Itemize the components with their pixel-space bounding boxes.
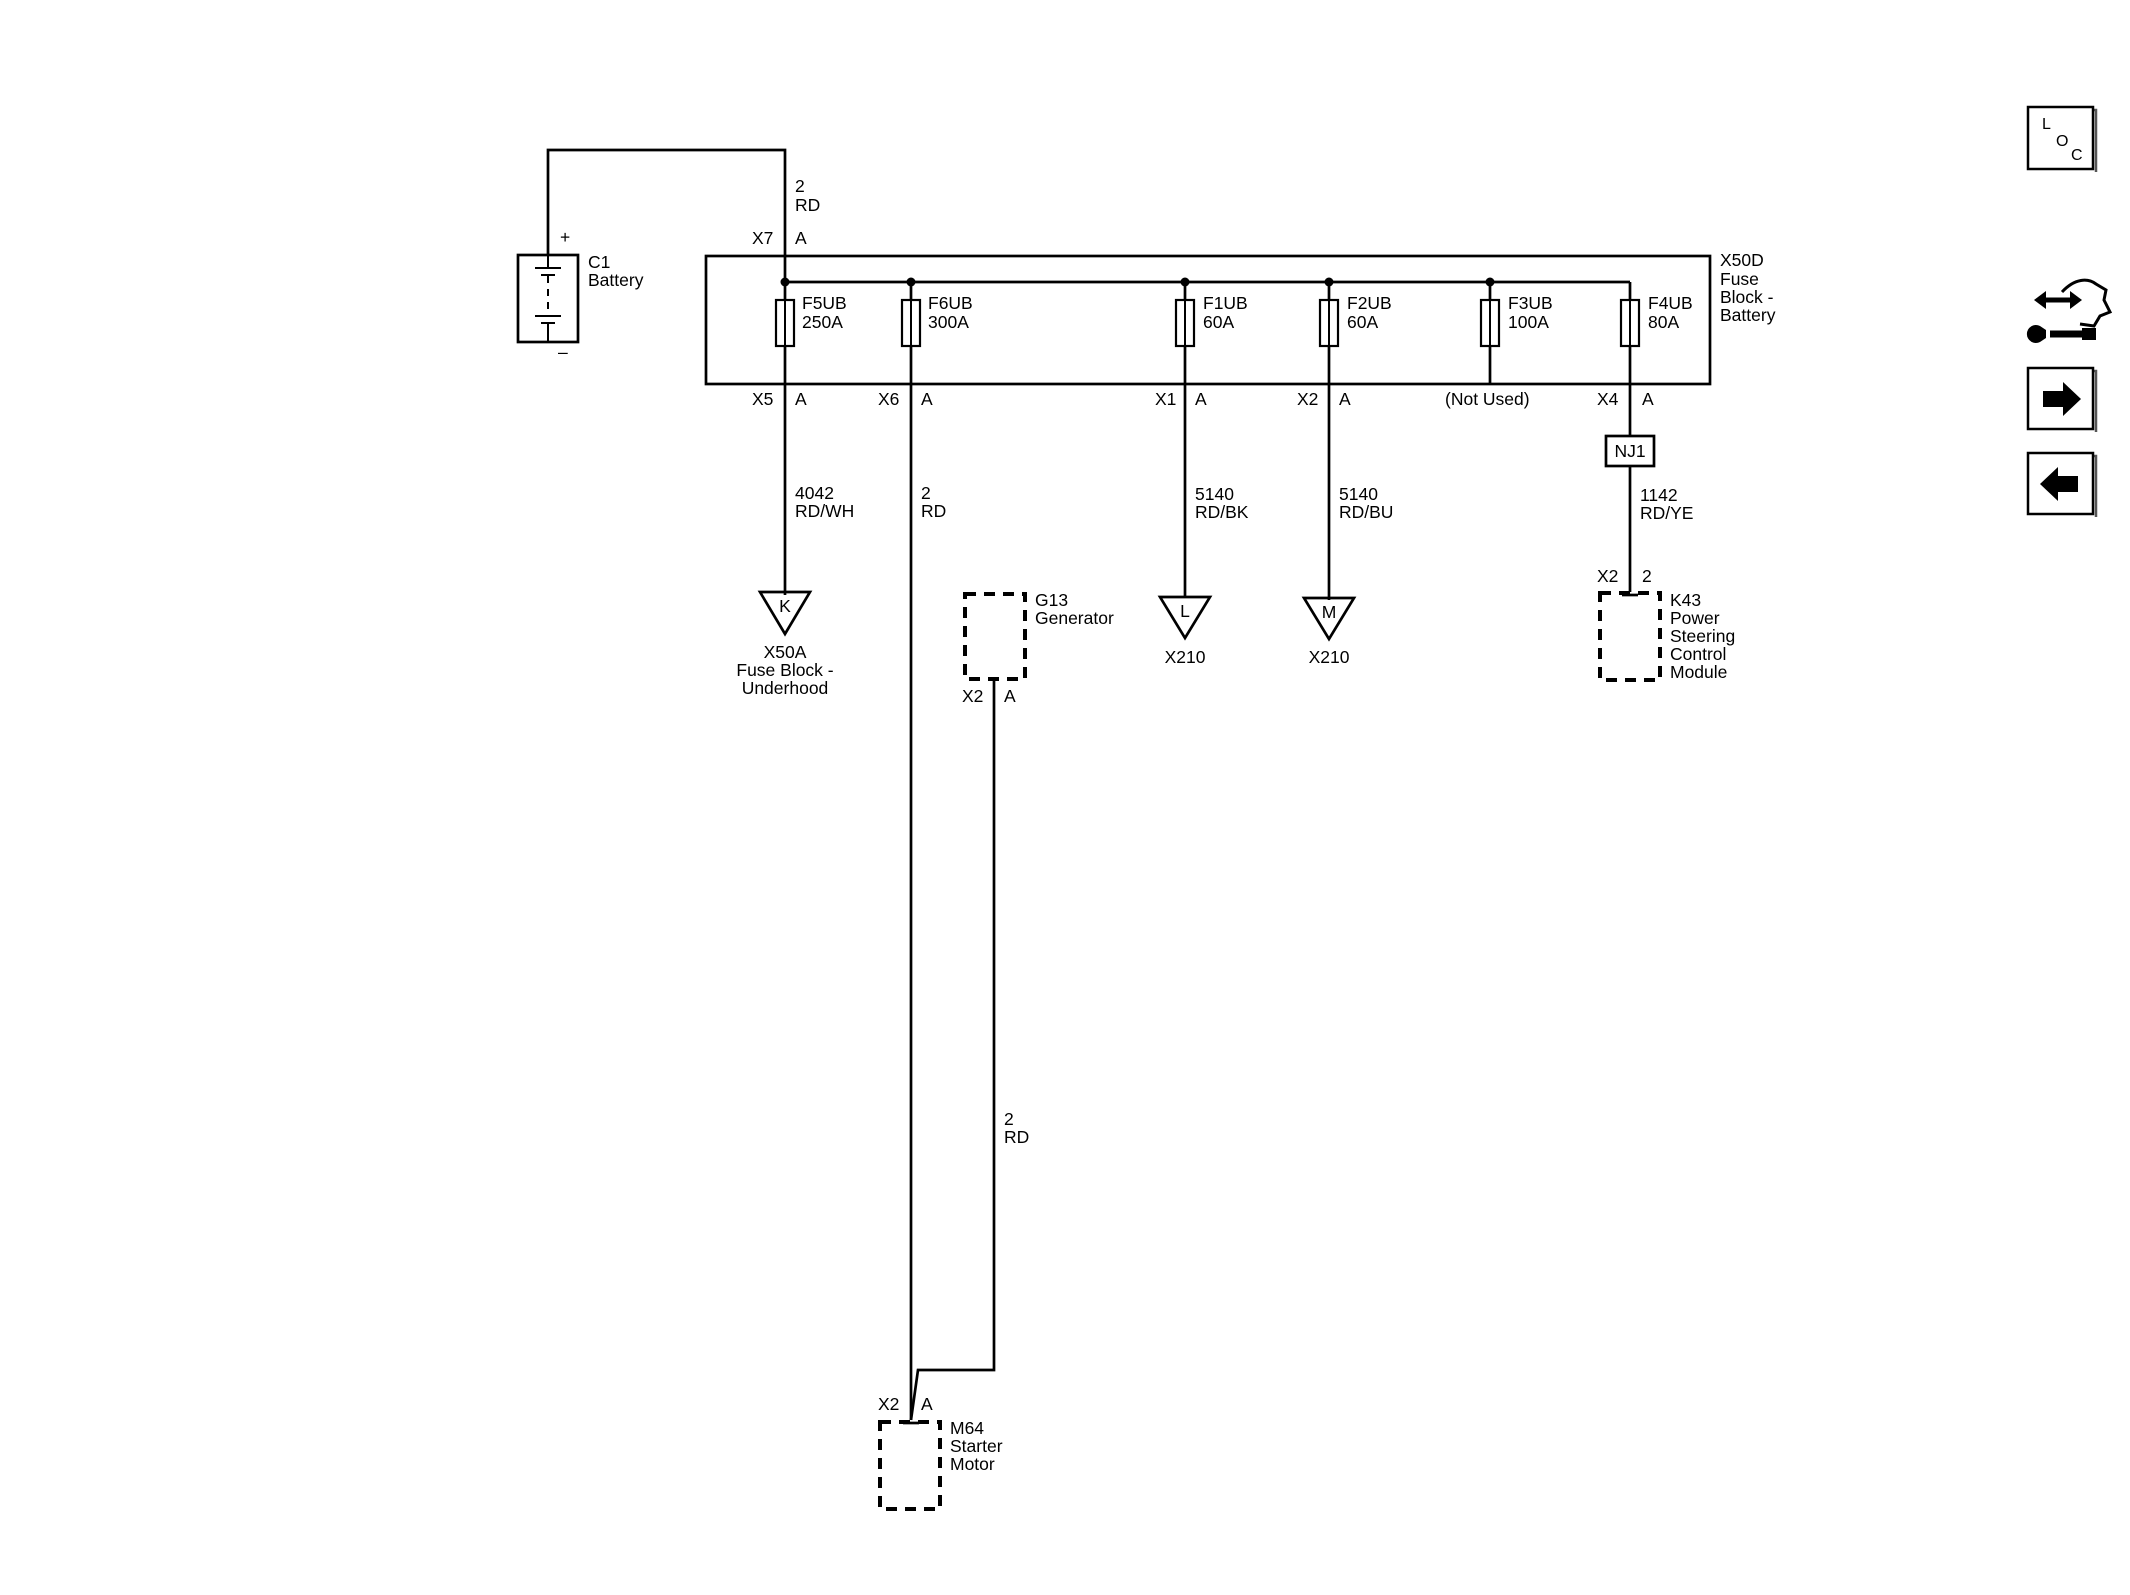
x6-pin-label: A bbox=[921, 389, 933, 409]
x1-pin-label: A bbox=[1195, 389, 1207, 409]
battery-name: C1 bbox=[588, 252, 610, 272]
k43-pin-label: 2 bbox=[1642, 566, 1652, 586]
generator-wire-color: RD bbox=[1004, 1127, 1029, 1147]
fuse-f1ub-rating: 60A bbox=[1203, 312, 1234, 332]
feed-wire-color: RD bbox=[795, 195, 820, 215]
starter-pin-label: A bbox=[921, 1394, 933, 1414]
previous-page-button[interactable] bbox=[2026, 451, 2098, 517]
fuse-f6ub[interactable] bbox=[900, 282, 922, 1420]
starter-m64[interactable] bbox=[878, 1420, 942, 1511]
fuse-f5ub-rating: 250A bbox=[802, 312, 843, 332]
x5-connector-label: X5 bbox=[752, 389, 773, 409]
generator-pin-label: A bbox=[1004, 686, 1016, 706]
x2-connector-label: X2 bbox=[1297, 389, 1318, 409]
fuse-f3ub[interactable] bbox=[1479, 282, 1501, 384]
fuse-f6ub-rating: 300A bbox=[928, 312, 969, 332]
x7-pin-label: A bbox=[795, 228, 807, 248]
ref-k-target-line2: Fuse Block - bbox=[736, 660, 833, 680]
connector-repair-button[interactable] bbox=[2026, 278, 2113, 343]
fuse-f1ub[interactable] bbox=[1174, 282, 1196, 598]
x1-connector-label: X1 bbox=[1155, 389, 1176, 409]
x7-connector-label: X7 bbox=[752, 228, 773, 248]
battery-desc: Battery bbox=[588, 270, 644, 290]
battery-c1[interactable] bbox=[516, 253, 580, 344]
fuse-f5ub-id: F5UB bbox=[802, 293, 847, 313]
generator-g13[interactable] bbox=[963, 592, 1027, 681]
fuse-f2ub-rating: 60A bbox=[1347, 312, 1378, 332]
ref-triangle-k[interactable] bbox=[757, 590, 813, 637]
loc-letter-l: L bbox=[2042, 116, 2051, 133]
battery-feed-wire bbox=[546, 148, 787, 285]
generator-desc: Generator bbox=[1035, 608, 1114, 628]
x6-connector-label: X6 bbox=[878, 389, 899, 409]
fuse-block-name: X50D bbox=[1720, 250, 1764, 270]
fuse-f1ub-id: F1UB bbox=[1203, 293, 1248, 313]
pscm-k43[interactable] bbox=[1598, 591, 1662, 682]
generator-name: G13 bbox=[1035, 590, 1068, 610]
splice-nj1-label: NJ1 bbox=[1614, 441, 1645, 461]
fuse-f3ub-rating: 100A bbox=[1508, 312, 1549, 332]
ref-k-target-line1: X50A bbox=[764, 642, 807, 662]
wire-1142-number: 1142 bbox=[1640, 485, 1678, 505]
fuse-f4ub-id: F4UB bbox=[1648, 293, 1693, 313]
generator-wire bbox=[909, 679, 996, 1421]
battery-minus-label: – bbox=[558, 342, 568, 362]
battery-plus-label: + bbox=[560, 227, 570, 247]
pscm-desc-line1: Power bbox=[1670, 608, 1720, 628]
fuse-block-x50d[interactable] bbox=[704, 254, 1712, 386]
starter-desc-line1: Starter bbox=[950, 1436, 1003, 1456]
generator-wire-number: 2 bbox=[1004, 1109, 1014, 1129]
wire-5140-bu-color: RD/BU bbox=[1339, 502, 1393, 522]
x2-pin-label: A bbox=[1339, 389, 1351, 409]
not-used-label: (Not Used) bbox=[1445, 389, 1530, 409]
ref-k-letter: K bbox=[779, 596, 791, 616]
starter-desc-line2: Motor bbox=[950, 1454, 995, 1474]
ref-m-target: X210 bbox=[1309, 647, 1350, 667]
fuse-block-desc-line2: Block - bbox=[1720, 287, 1774, 307]
pscm-desc-line3: Control bbox=[1670, 644, 1726, 664]
next-page-button[interactable] bbox=[2026, 366, 2098, 432]
pscm-name: K43 bbox=[1670, 590, 1701, 610]
pscm-desc-line4: Module bbox=[1670, 662, 1727, 682]
wire-5140-bu-number: 5140 bbox=[1339, 484, 1378, 504]
fuse-f5ub[interactable] bbox=[774, 282, 796, 595]
ref-triangle-m[interactable] bbox=[1301, 596, 1357, 642]
x4-connector-label: X4 bbox=[1597, 389, 1619, 409]
fuse-block-desc-line1: Fuse bbox=[1720, 269, 1759, 289]
loc-letter-c: C bbox=[2071, 147, 2083, 164]
fuse-f4ub[interactable] bbox=[1619, 282, 1641, 436]
starter-name: M64 bbox=[950, 1418, 984, 1438]
x5-pin-label: A bbox=[795, 389, 807, 409]
wire-2-color: RD bbox=[921, 501, 946, 521]
arrow-right-icon bbox=[2043, 382, 2081, 416]
component-locator-button[interactable]: L O C bbox=[2026, 105, 2098, 172]
x4-pin-label: A bbox=[1642, 389, 1654, 409]
feed-wire-number: 2 bbox=[795, 176, 805, 196]
fuse-f6ub-id: F6UB bbox=[928, 293, 973, 313]
ref-k-target-line3: Underhood bbox=[742, 678, 829, 698]
wire-4042-number: 4042 bbox=[795, 483, 834, 503]
connector-repair-icon bbox=[2026, 278, 2113, 343]
fuse-f3ub-id: F3UB bbox=[1508, 293, 1553, 313]
starter-connector-label: X2 bbox=[878, 1394, 899, 1414]
wire-5140-bk-color: RD/BK bbox=[1195, 502, 1249, 522]
arrow-left-icon bbox=[2040, 467, 2078, 501]
wire-4042-color: RD/WH bbox=[795, 501, 854, 521]
generator-connector-label: X2 bbox=[962, 686, 983, 706]
wire-1142-color: RD/YE bbox=[1640, 503, 1693, 523]
wire-2-number: 2 bbox=[921, 483, 931, 503]
ref-l-letter: L bbox=[1180, 601, 1190, 621]
ref-l-target: X210 bbox=[1165, 647, 1206, 667]
ref-m-letter: M bbox=[1322, 602, 1337, 622]
fuse-f4ub-rating: 80A bbox=[1648, 312, 1679, 332]
ref-triangle-l[interactable] bbox=[1157, 595, 1213, 641]
fuse-f2ub[interactable] bbox=[1318, 282, 1340, 600]
k43-connector-label: X2 bbox=[1597, 566, 1618, 586]
wire-5140-bk-number: 5140 bbox=[1195, 484, 1234, 504]
fuse-block-desc-line3: Battery bbox=[1720, 305, 1776, 325]
loc-letter-o: O bbox=[2056, 133, 2068, 150]
pscm-desc-line2: Steering bbox=[1670, 626, 1735, 646]
fuse-f2ub-id: F2UB bbox=[1347, 293, 1392, 313]
